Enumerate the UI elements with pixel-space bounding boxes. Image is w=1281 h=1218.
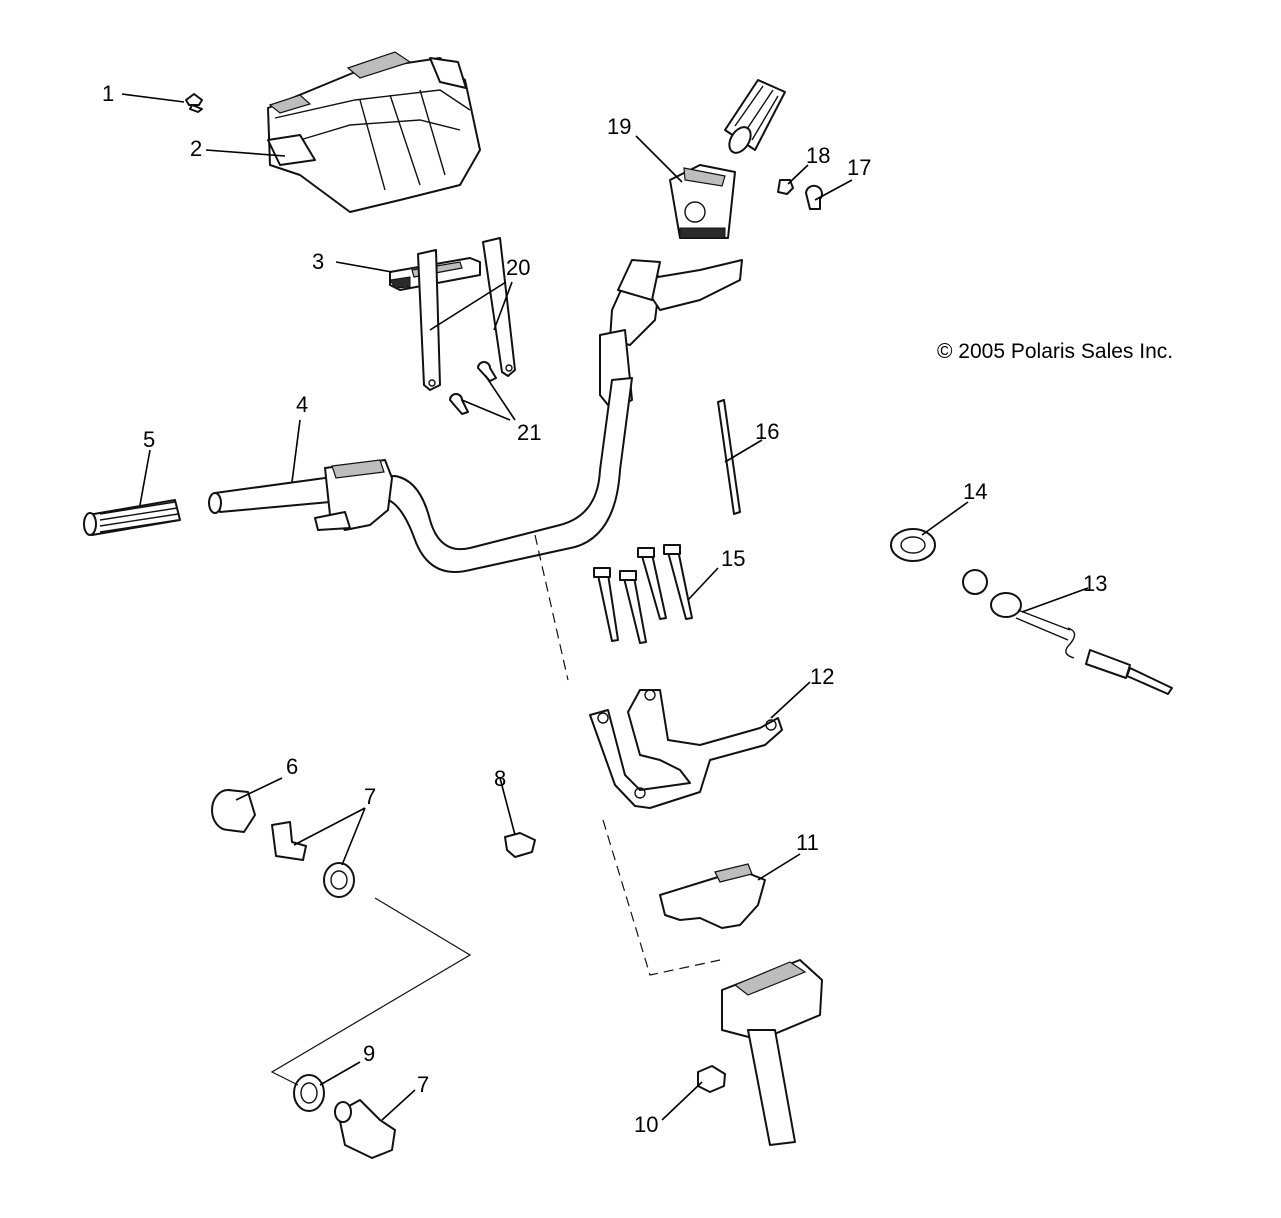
- callout-17: 17: [847, 155, 872, 180]
- callout-20: 20: [506, 255, 531, 280]
- callout-13: 13: [1083, 571, 1108, 596]
- callout-18: 18: [806, 143, 831, 168]
- leader-lines: [121, 93, 1089, 1121]
- callout-9: 9: [363, 1041, 376, 1066]
- part-17-screw: [805, 184, 823, 210]
- part-12-bracket: [589, 689, 783, 809]
- callout-21: 21: [517, 420, 542, 445]
- right-grip: [724, 79, 786, 154]
- callout-19: 19: [607, 114, 632, 139]
- callout-10: 10: [634, 1112, 659, 1137]
- part-20-brackets: [417, 237, 516, 391]
- callout-6: 6: [286, 754, 299, 779]
- part-7-washer: [323, 862, 355, 898]
- part-11-clamp: [659, 863, 766, 929]
- part-1-screw: [185, 93, 203, 113]
- part-19-switch-housing: [669, 164, 736, 239]
- copyright-notice: © 2005 Polaris Sales Inc.: [937, 340, 1174, 363]
- guide-lines: [270, 534, 721, 1086]
- part-2-headlight-pod: [267, 51, 481, 213]
- callout-14: 14: [963, 479, 988, 504]
- part-15-bolts: [593, 544, 693, 644]
- callout-15: 15: [721, 546, 746, 571]
- callout-7-upper: 7: [364, 784, 377, 809]
- callout-5: 5: [143, 427, 156, 452]
- callout-12: 12: [810, 664, 835, 689]
- part-16-pin: [717, 399, 741, 515]
- part-6-cap: [211, 789, 256, 833]
- callout-2: 2: [190, 136, 203, 161]
- part-21-screws: [449, 361, 497, 415]
- steering-post: [721, 959, 823, 1146]
- callout-8: 8: [494, 766, 507, 791]
- part-4-handlebar: [208, 377, 633, 573]
- part-10-nut: [697, 1065, 726, 1093]
- part-7-ignition-switch: [334, 1099, 396, 1159]
- callout-7-lower: 7: [417, 1072, 430, 1097]
- part-9-washer: [293, 1074, 325, 1112]
- part-7-key: [271, 821, 307, 861]
- part-13-cable: [962, 569, 1173, 695]
- part-5-left-grip: [83, 499, 181, 536]
- callout-16: 16: [755, 419, 780, 444]
- callout-3: 3: [312, 249, 325, 274]
- left-control-housing: [314, 459, 393, 531]
- part-14-nut: [890, 528, 936, 562]
- part-8-bolt: [504, 832, 536, 858]
- callout-4: 4: [296, 392, 309, 417]
- callout-11: 11: [796, 830, 819, 855]
- callout-1: 1: [102, 81, 115, 106]
